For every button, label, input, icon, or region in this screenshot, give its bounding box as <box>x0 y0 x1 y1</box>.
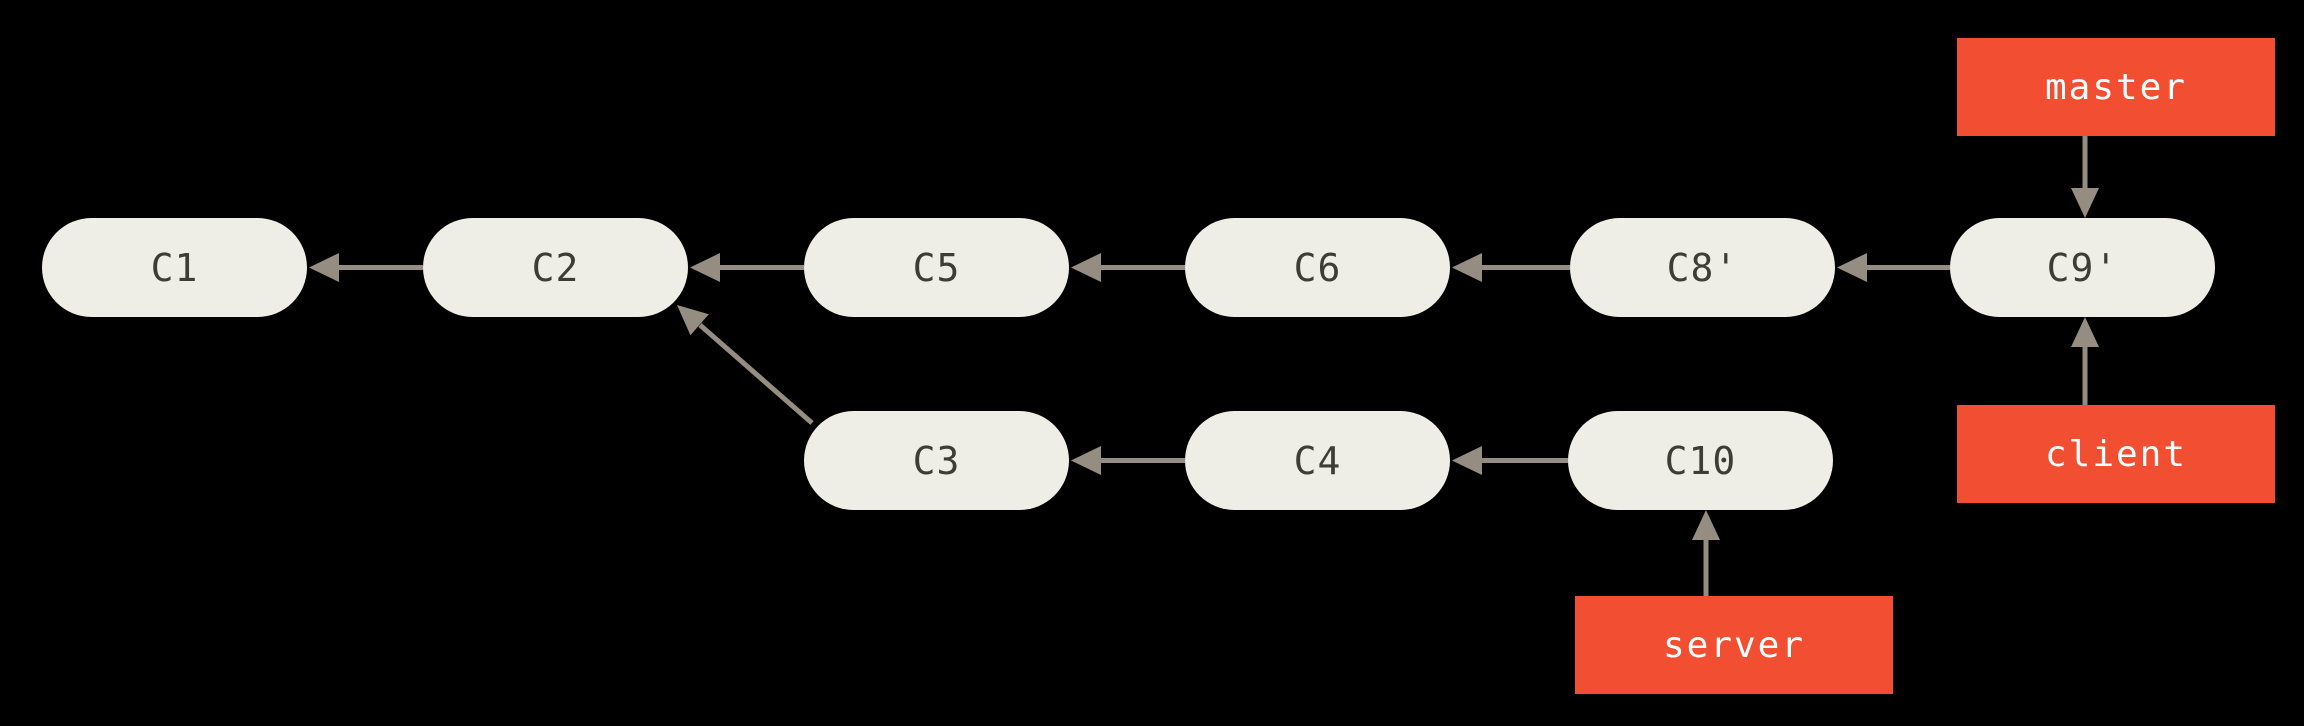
commit-node-c2: C2 <box>423 218 688 317</box>
edge-c6-c5 <box>1071 253 1185 282</box>
edge-c9p-c8p <box>1837 253 1950 282</box>
edge-server-c10 <box>1692 510 1720 596</box>
commit-node-c6: C6 <box>1185 218 1450 317</box>
commit-label: C3 <box>912 438 961 483</box>
edge-c8p-c6 <box>1452 253 1570 282</box>
commit-label: C9' <box>2046 245 2119 290</box>
edge-c4-c3 <box>1071 446 1185 475</box>
commit-node-c4: C4 <box>1185 411 1450 510</box>
commit-label: C1 <box>150 245 199 290</box>
commit-label: C5 <box>912 245 961 290</box>
commit-label: C8' <box>1666 245 1739 290</box>
commit-label: C10 <box>1664 438 1737 483</box>
commit-node-c1: C1 <box>42 218 307 317</box>
edge-c5-c2 <box>690 253 804 282</box>
branch-label-server: server <box>1575 596 1893 694</box>
commit-node-c3: C3 <box>804 411 1069 510</box>
commit-node-c5: C5 <box>804 218 1069 317</box>
edge-c10-c4 <box>1452 446 1568 475</box>
commit-label: C2 <box>531 245 580 290</box>
branch-name: client <box>2044 433 2188 475</box>
edge-c3-c2 <box>677 305 814 425</box>
commit-node-c9-prime: C9' <box>1950 218 2215 317</box>
commit-label: C6 <box>1293 245 1342 290</box>
edge-c2-c1 <box>309 253 423 282</box>
commit-node-c10: C10 <box>1568 411 1833 510</box>
branch-label-master: master <box>1957 38 2275 136</box>
branch-label-client: client <box>1957 405 2275 503</box>
commit-label: C4 <box>1293 438 1342 483</box>
branch-name: server <box>1662 624 1806 666</box>
branch-name: master <box>2044 66 2188 108</box>
commit-node-c8-prime: C8' <box>1570 218 1835 317</box>
edge-master-c9p <box>2071 136 2099 218</box>
edge-client-c9p <box>2071 317 2099 405</box>
